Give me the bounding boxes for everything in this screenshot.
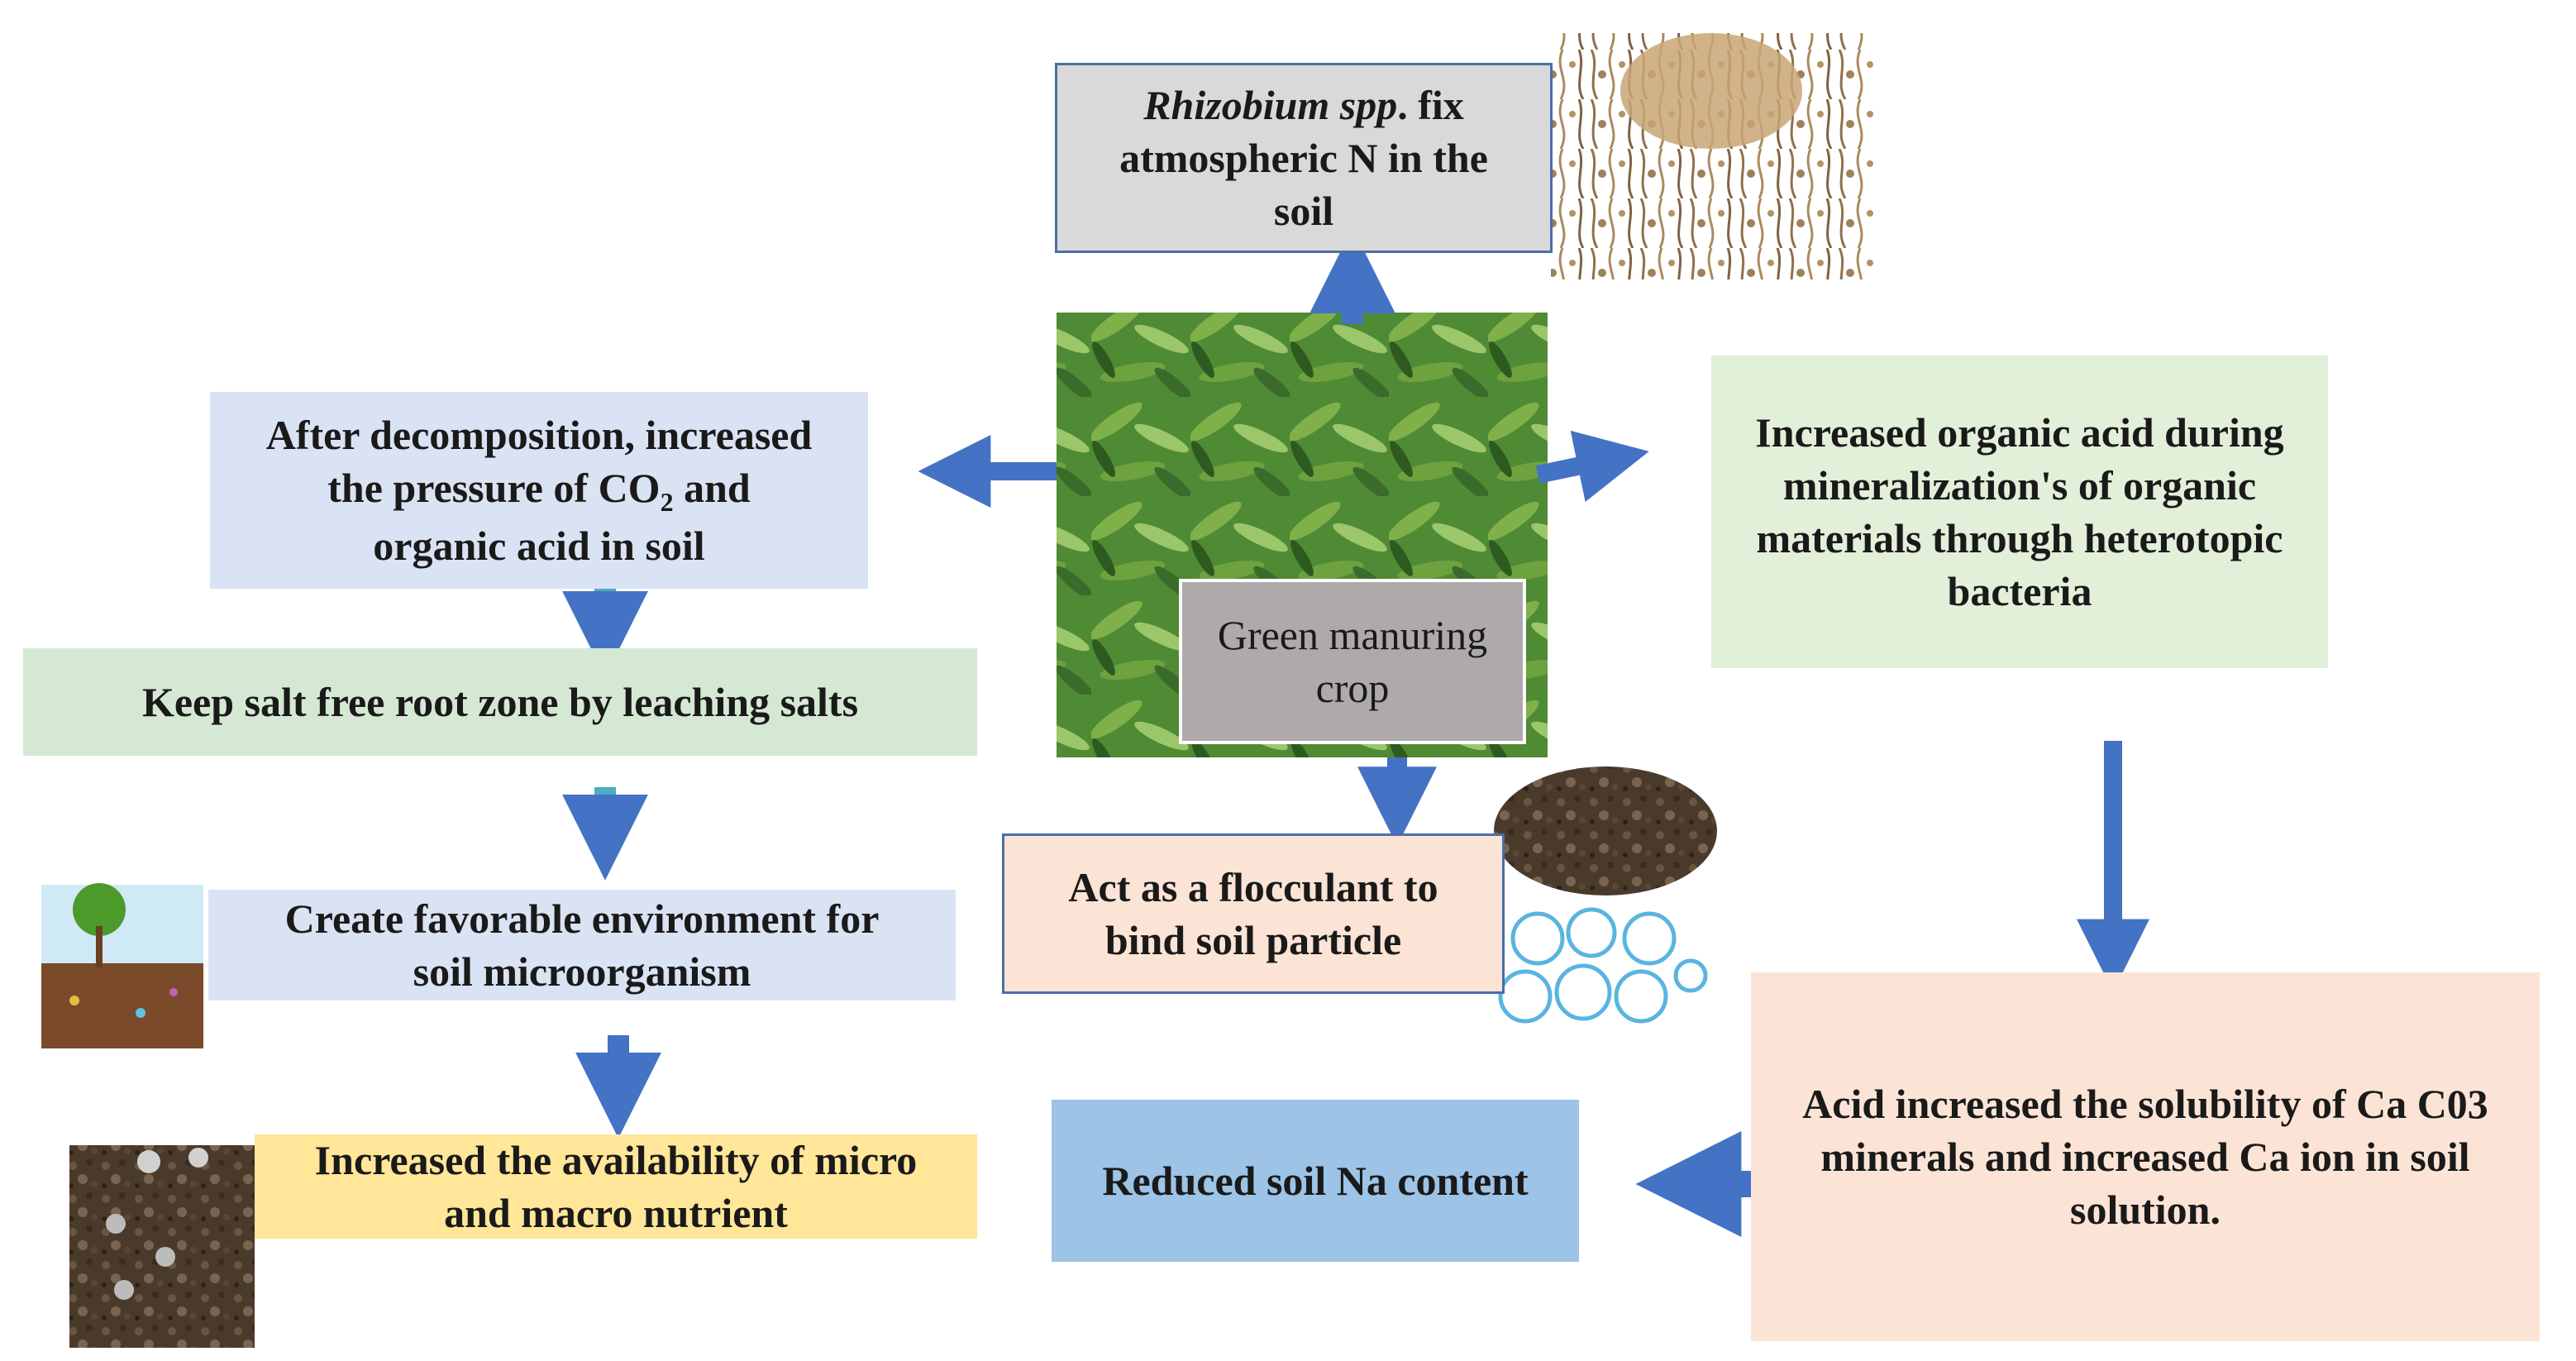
decomposition-line2-pre: the pressure of CO [327,465,661,512]
organic-acid-line1: Increased organic acid during [1755,409,2284,456]
flocculant-line2: bind soil particle [1104,917,1402,963]
decomposition-line1: After decomposition, increased [265,412,813,459]
green-manuring-crop-label: Green manuring crop [1179,579,1526,744]
acid-solubility-line3: solution. [2069,1187,2221,1233]
green-manuring-line1: Green manuring [1217,612,1488,658]
organic-acid-box: Increased organic acid during mineraliza… [1711,356,2328,668]
root-nodules-photo [1551,33,1873,279]
flocculant-line1: Act as a flocculant to [1068,864,1438,910]
decomposition-line3: organic acid in soil [373,522,705,569]
reduced-na-label: Reduced soil Na content [1102,1158,1529,1204]
reduced-na-box: Reduced soil Na content [1052,1100,1579,1262]
green-manuring-line2: crop [1315,665,1390,711]
rhizobium-italic: Rhizobium spp [1143,82,1398,128]
availability-line1: Increased the availability of micro [314,1137,918,1183]
availability-box: Increased the availability of micro and … [255,1134,977,1239]
soil-aggregate-photo [1494,766,1717,895]
favorable-environment-box: Create favorable environment for soil mi… [208,890,956,1000]
soil-closeup-photo [69,1145,255,1348]
flocculant-box: Act as a flocculant to bind soil particl… [1002,833,1505,994]
decomposition-line2-post: and [673,465,751,512]
favorable-line1: Create favorable environment for [284,895,880,942]
favorable-line2: soil microorganism [413,948,751,995]
acid-solubility-box: Acid increased the solubility of Ca C03 … [1751,972,2540,1341]
organic-acid-line4: bacteria [1947,568,2092,614]
acid-solubility-line2: minerals and increased Ca ion in soil [1820,1134,2470,1180]
rhizobium-line3: soil [1273,188,1334,234]
flocculation-diagram [1498,907,1708,1034]
rhizobium-line1-rest: . fix [1397,82,1464,128]
keep-salt-free-box: Keep salt free root zone by leaching sal… [23,648,977,756]
co2-subscript: 2 [660,487,674,518]
keep-salt-free-label: Keep salt free root zone by leaching sal… [141,679,859,725]
soil-microorganism-illustration [41,883,203,1048]
arrow-crop-to-organic-acid [1535,430,1649,502]
acid-solubility-line1: Acid increased the solubility of Ca C03 [1802,1081,2488,1127]
availability-line2: and macro nutrient [444,1190,788,1236]
organic-acid-line2: mineralization's of organic [1782,462,2257,509]
organic-acid-line3: materials through heterotopic [1756,515,2283,561]
decomposition-box: After decomposition, increased the press… [210,392,868,589]
rhizobium-box: Rhizobium spp. fix atmospheric N in the … [1055,63,1553,253]
rhizobium-line2: atmospheric N in the [1119,135,1488,181]
